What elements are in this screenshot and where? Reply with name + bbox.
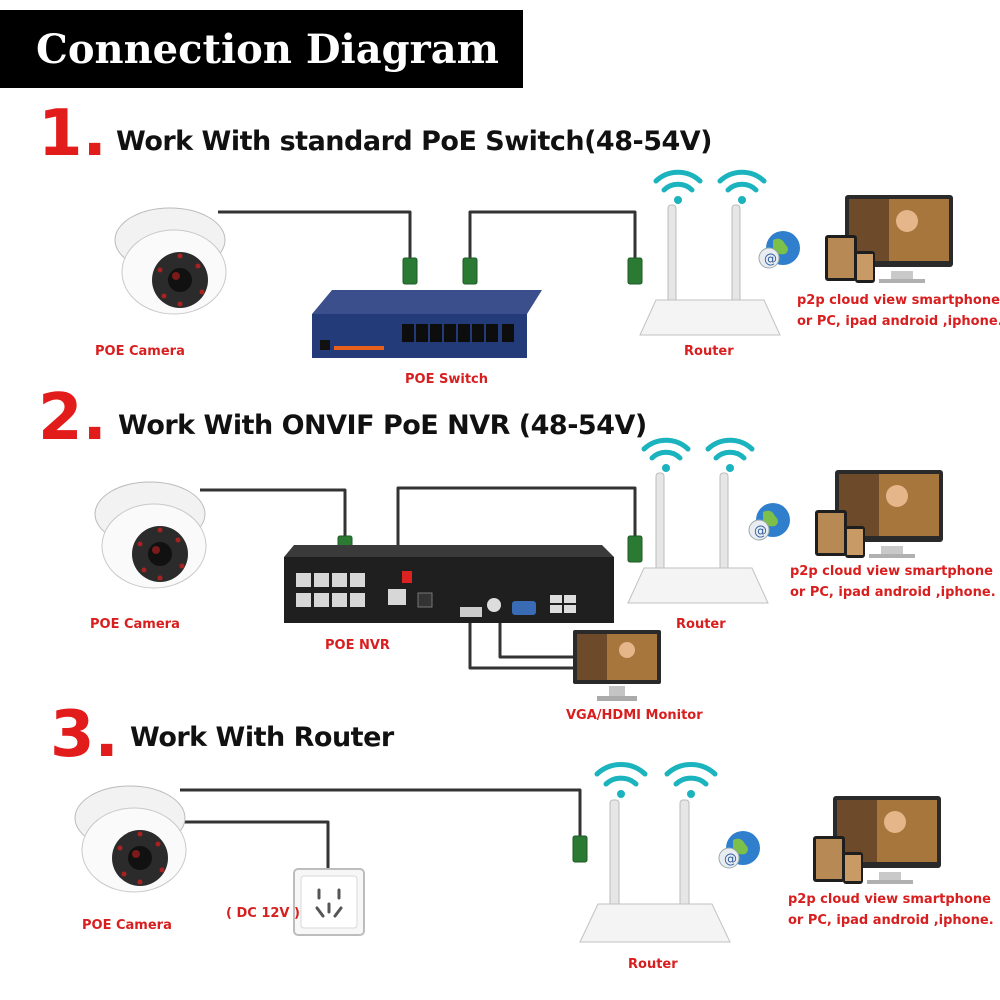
section-3-title: Work With Router xyxy=(130,722,394,753)
section-2-title: Work With ONVIF PoE NVR (48-54V) xyxy=(118,410,647,441)
cloud-label-1-line1: p2p cloud view smartphone xyxy=(797,293,1000,308)
poe-nvr xyxy=(284,545,614,631)
diagram-title-banner: Connection Diagram xyxy=(0,10,523,88)
power-outlet xyxy=(293,868,365,940)
devices-group-3 xyxy=(813,796,943,895)
monitor-label: VGA/HDMI Monitor xyxy=(566,708,703,723)
cloud-globe-icon: @ xyxy=(755,228,801,278)
cloud-globe-icon: @ xyxy=(745,500,791,550)
cloud-label-1: p2p cloud view smartphone or PC, ipad an… xyxy=(797,290,1000,332)
cable-camera-to-switch xyxy=(218,210,412,262)
svg-text:@: @ xyxy=(724,852,737,867)
cable-switch-to-router xyxy=(468,210,637,262)
cloud-label-2-line1: p2p cloud view smartphone xyxy=(790,564,993,579)
cloud-label-3-line2: or PC, ipad android ,iphone. xyxy=(788,913,994,928)
devices-group-2 xyxy=(815,470,945,569)
router-label-3: Router xyxy=(628,957,678,972)
cloud-label-2-line2: or PC, ipad android ,iphone. xyxy=(790,585,996,600)
dome-camera-3 xyxy=(68,778,193,902)
cloud-label-3-line1: p2p cloud view smartphone xyxy=(788,892,991,907)
poe-switch xyxy=(312,290,542,366)
vga-hdmi-monitor xyxy=(565,630,665,710)
dome-camera-1 xyxy=(108,200,233,324)
cloud-label-2: p2p cloud view smartphone or PC, ipad an… xyxy=(790,561,996,603)
cloud-globe-icon: @ xyxy=(715,828,761,878)
rj45-plug xyxy=(572,835,588,863)
dc-12v-label: ( DC 12V ) xyxy=(226,906,300,921)
cloud-label-1-line2: or PC, ipad android ,iphone. xyxy=(797,314,1000,329)
cable-camera-to-power xyxy=(180,820,330,870)
poe-switch-label: POE Switch xyxy=(405,372,488,387)
cable-nvr-vga-to-monitor xyxy=(498,620,578,659)
cable-camera-to-router xyxy=(180,788,582,840)
poe-camera-label-3: POE Camera xyxy=(82,918,172,933)
router-label-2: Router xyxy=(676,617,726,632)
cloud-label-3: p2p cloud view smartphone or PC, ipad an… xyxy=(788,889,994,931)
diagram-title: Connection Diagram xyxy=(36,25,499,73)
rj45-plug xyxy=(462,257,478,285)
svg-text:@: @ xyxy=(764,252,777,267)
router-2 xyxy=(627,428,769,617)
section-1-title: Work With standard PoE Switch(48-54V) xyxy=(116,126,713,157)
devices-group-1 xyxy=(825,195,955,294)
dome-camera-2 xyxy=(88,474,213,598)
poe-camera-label-2: POE Camera xyxy=(90,617,180,632)
poe-camera-label-1: POE Camera xyxy=(95,344,185,359)
svg-text:@: @ xyxy=(754,524,767,539)
cable-camera-to-nvr xyxy=(200,488,347,540)
section-3-number: 3. xyxy=(50,698,119,772)
cable-nvr-to-router xyxy=(396,486,637,570)
router-label-1: Router xyxy=(684,344,734,359)
rj45-plug xyxy=(402,257,418,285)
rj45-plug xyxy=(627,535,643,563)
router-3 xyxy=(579,752,731,956)
router-1 xyxy=(639,160,781,349)
poe-nvr-label: POE NVR xyxy=(325,638,390,653)
section-2-number: 2. xyxy=(38,381,107,455)
section-1-number: 1. xyxy=(38,97,107,171)
rj45-plug xyxy=(627,257,643,285)
cable-nvr-hdmi-to-monitor xyxy=(468,620,578,670)
